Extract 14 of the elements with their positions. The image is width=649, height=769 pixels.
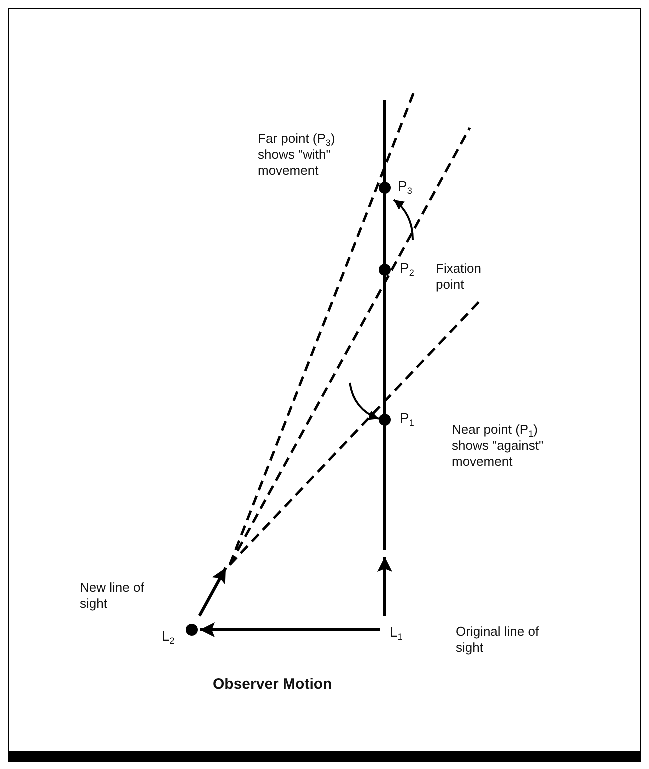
point-label: L$_{1}$ [390,624,403,640]
arrow [198,567,228,617]
caption: Observer Motion [213,676,332,693]
annotation-text: Near point (P$_{1}$) shows "against" movement [452,422,545,470]
annotation-text: Fixation point [436,261,483,293]
annotation-text: New line of sight [80,580,146,612]
point-label: P$_{3}$ [398,178,412,194]
annotation-text: Original line of sight [456,624,540,656]
point-label: L$_{2}$ [162,628,175,644]
point-label: P$_{2}$ [400,260,414,276]
annotation-text: Far point (P$_{3}$) shows "with" movement [258,131,336,179]
point-label: P$_{1}$ [400,410,414,426]
arrow [378,557,392,616]
arrow [200,622,380,638]
